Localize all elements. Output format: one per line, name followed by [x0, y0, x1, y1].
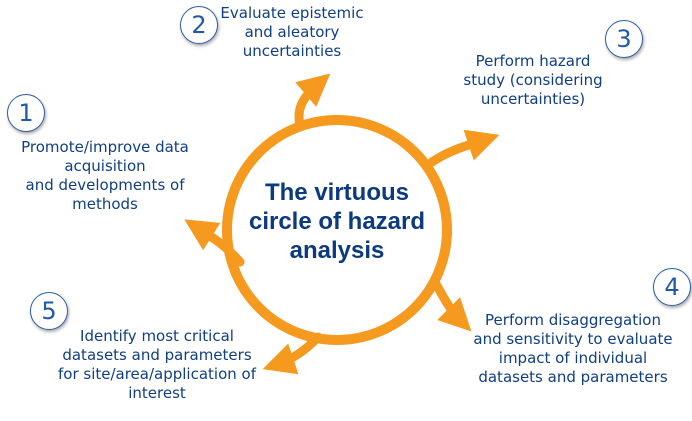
step-5-text: Identify most critical datasets and para… [26, 327, 288, 403]
step-line: and developments of [25, 176, 185, 194]
step-4-number-badge: 4 [653, 268, 691, 306]
step-1-number-badge: 1 [7, 94, 45, 132]
step-line: and sensitivity to evaluate [473, 330, 673, 348]
step-number: 4 [664, 273, 680, 301]
step-line: study (considering [463, 71, 603, 89]
step-line: Identify most critical [80, 327, 234, 345]
title-line: analysis [289, 237, 385, 264]
step-line: datasets and parameters [62, 346, 252, 364]
step-line: for site/area/application of [57, 365, 256, 383]
step-line: Evaluate epistemic [220, 4, 364, 22]
step-line: uncertainties) [480, 90, 586, 108]
step-line: datasets and parameters [478, 368, 668, 386]
arrow-to-step-2 [294, 73, 331, 130]
step-line: methods [72, 195, 138, 213]
step-5-number-badge: 5 [30, 292, 68, 330]
title-line: The virtuous [264, 179, 409, 206]
step-line: Perform disaggregation [485, 311, 661, 329]
step-number: 3 [616, 25, 632, 53]
arrow-to-step-4 [431, 279, 472, 332]
step-3-text: Perform hazard study (considering uncert… [448, 52, 618, 109]
step-number: 5 [41, 297, 57, 325]
step-line: impact of individual [498, 349, 648, 367]
step-line: acquisition [64, 157, 146, 175]
step-line: uncertainties [242, 42, 342, 60]
arrow-to-step-1 [184, 219, 245, 267]
arrow-to-step-3 [427, 129, 500, 167]
step-line: interest [128, 384, 186, 402]
title-line: circle of hazard [248, 208, 426, 235]
cycle-ring [222, 115, 452, 345]
step-4-text: Perform disaggregation and sensitivity t… [462, 311, 684, 387]
step-1-text: Promote/improve data acquisition and dev… [2, 138, 208, 214]
step-line: Promote/improve data [21, 138, 189, 156]
step-2-number-badge: 2 [180, 6, 218, 44]
step-3-number-badge: 3 [605, 20, 643, 58]
step-number: 2 [191, 11, 207, 39]
step-number: 1 [18, 99, 34, 127]
diagram-title: The virtuous circle of hazard analysis [222, 178, 452, 265]
step-line: and aleatory [244, 23, 340, 41]
step-2-text: Evaluate epistemic and aleatory uncertai… [218, 4, 366, 61]
step-line: Perform hazard [475, 52, 591, 70]
arrow-to-step-5 [262, 332, 323, 375]
